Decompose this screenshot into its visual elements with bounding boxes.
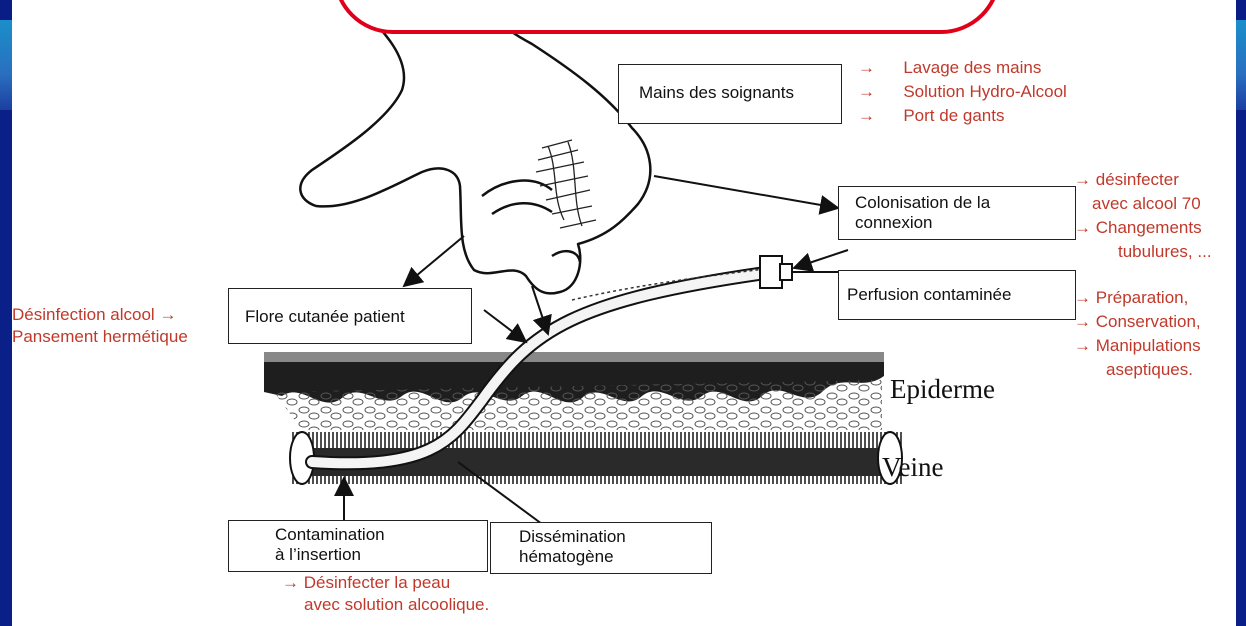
annotations-perfusion: → Préparation, → Conservation, → Manipul… xyxy=(1074,286,1201,382)
box-contamination-insertion: Contamination à l’insertion xyxy=(228,520,488,572)
annotation-flore-1: Désinfection alcool → xyxy=(12,304,188,326)
annotation-perfusion-4: aseptiques. xyxy=(1074,358,1201,382)
title-box xyxy=(333,0,1001,34)
box-flore-cutanee: Flore cutanée patient xyxy=(228,288,472,344)
box-colonisation-line2: connexion xyxy=(855,213,1075,233)
annotation-flore-2: Pansement hermétique xyxy=(12,326,188,348)
box-mains-label: Mains des soignants xyxy=(639,83,794,102)
annotations-colonisation: → désinfecter avec alcool 70 → Changemen… xyxy=(1074,168,1212,264)
box-dissemination-line1: Dissémination xyxy=(519,527,711,547)
annotations-flore: Désinfection alcool → Pansement hermétiq… xyxy=(12,304,188,348)
box-colonisation-connexion: Colonisation de la connexion xyxy=(838,186,1076,240)
annotation-colonisation-2: avec alcool 70 xyxy=(1074,192,1212,216)
label-epiderme: Epiderme xyxy=(890,374,995,405)
diagram-panel: Mains des soignants Colonisation de la c… xyxy=(12,0,1236,626)
annotation-insertion-2: avec solution alcoolique. xyxy=(282,594,489,616)
box-perfusion-label: Perfusion contaminée xyxy=(847,285,1011,304)
annotation-perfusion-2: → Conservation, xyxy=(1074,310,1201,334)
box-dissemination-hematogene: Dissémination hématogène xyxy=(490,522,712,574)
label-veine: Veine xyxy=(882,452,943,483)
box-contamination-line2: à l’insertion xyxy=(275,545,487,565)
box-flore-label: Flore cutanée patient xyxy=(245,307,405,326)
box-colonisation-line1: Colonisation de la xyxy=(855,193,1075,213)
annotation-mains-2: → Solution Hydro-Alcool xyxy=(858,80,1067,104)
annotations-mains: → Lavage des mains → Solution Hydro-Alco… xyxy=(858,56,1067,128)
annotation-mains-1: → Lavage des mains xyxy=(858,56,1067,80)
annotation-perfusion-3: → Manipulations xyxy=(1074,334,1201,358)
annotation-colonisation-1: → désinfecter xyxy=(1074,168,1212,192)
annotation-colonisation-4: tubulures, ... xyxy=(1074,240,1212,264)
annotations-insertion: → Désinfecter la peau avec solution alco… xyxy=(282,572,489,616)
box-mains-soignants: Mains des soignants xyxy=(618,64,842,124)
box-perfusion-contaminee: Perfusion contaminée xyxy=(838,270,1076,320)
box-contamination-line1: Contamination xyxy=(275,525,487,545)
hand-drawing xyxy=(300,0,650,293)
annotation-colonisation-3: → Changements xyxy=(1074,216,1212,240)
annotation-insertion-1: → Désinfecter la peau xyxy=(282,572,489,594)
annotation-mains-3: → Port de gants xyxy=(858,104,1067,128)
box-dissemination-line2: hématogène xyxy=(519,547,711,567)
annotation-perfusion-1: → Préparation, xyxy=(1074,286,1201,310)
